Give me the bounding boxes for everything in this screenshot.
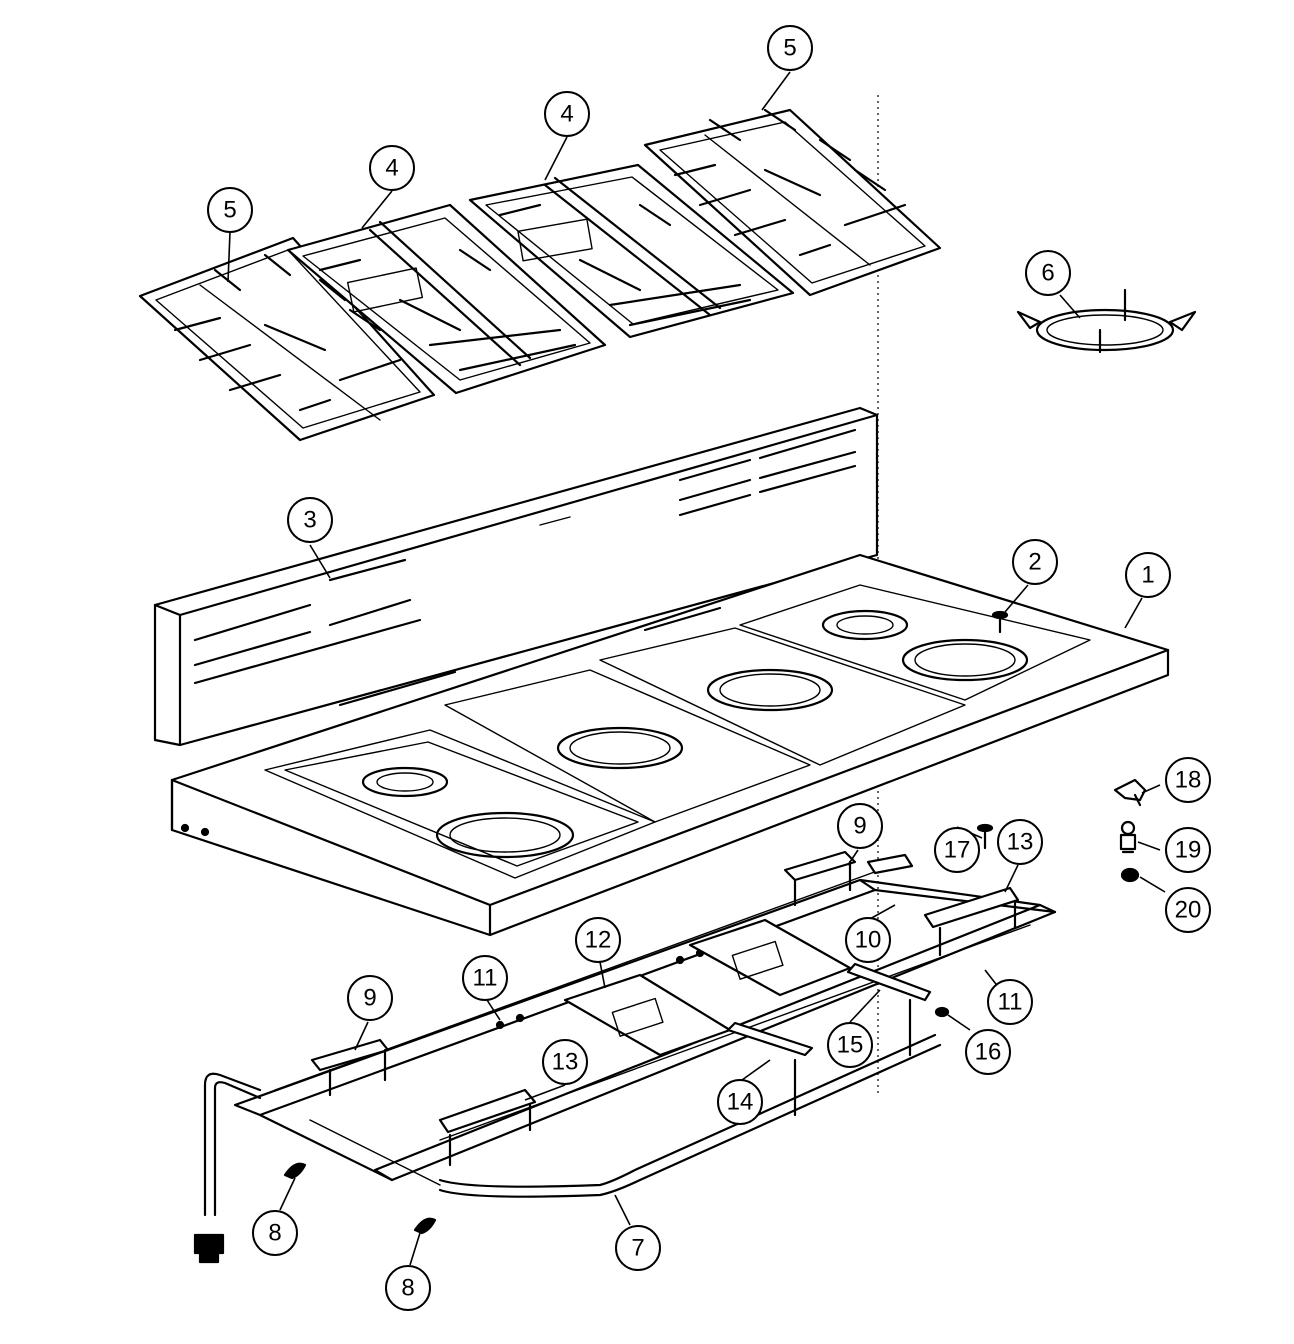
svg-text:15: 15 [837,1032,864,1059]
callout-6: 6 [1025,250,1071,296]
callout-16: 16 [965,1029,1011,1075]
callout-7: 7 [615,1225,661,1271]
svg-text:13: 13 [1007,829,1034,856]
callout-9-right: 9 [837,803,883,849]
bracket-part-14[interactable] [726,1021,814,1117]
svg-text:4: 4 [385,155,398,182]
bracket-part-13-left[interactable] [438,1088,537,1167]
callout-4-right: 4 [544,91,590,137]
svg-text:9: 9 [853,813,866,840]
svg-text:19: 19 [1175,837,1202,864]
callout-5-left: 5 [207,187,253,233]
callout-5-right: 5 [767,25,813,71]
grate-part-4-right[interactable] [468,163,795,339]
callout-8-right: 8 [385,1265,431,1311]
grate-part-4-left[interactable] [286,203,607,395]
svg-text:20: 20 [1175,897,1202,924]
callout-15: 15 [827,1022,873,1068]
svg-text:11: 11 [473,965,498,992]
svg-text:17: 17 [944,837,971,864]
callout-3: 3 [287,497,333,543]
gas-pipe-part-7[interactable] [193,1033,942,1264]
svg-text:3: 3 [303,507,316,534]
grate-part-5-left[interactable] [138,236,436,442]
svg-text:18: 18 [1175,767,1202,794]
svg-text:9: 9 [363,985,376,1012]
svg-text:6: 6 [1041,260,1054,287]
valve-part-8-left[interactable] [283,1162,307,1180]
valve-knob-part-18[interactable] [1113,778,1147,807]
screw-part-17[interactable] [976,823,994,850]
svg-text:7: 7 [631,1235,644,1262]
nut-part-20[interactable] [1120,867,1140,883]
callout-13-right: 13 [997,819,1043,865]
valve-part-8-right[interactable] [413,1217,437,1235]
wok-ring-part-6[interactable] [1016,288,1197,354]
svg-text:1: 1 [1141,562,1154,589]
grate-part-5-right[interactable] [643,108,942,297]
svg-text:16: 16 [975,1039,1002,1066]
callout-2: 2 [1012,539,1058,585]
svg-text:4: 4 [560,101,573,128]
callout-20: 20 [1165,887,1211,933]
bracket-part-13-right[interactable] [923,886,1020,957]
svg-text:11: 11 [998,989,1023,1016]
callout-8-left: 8 [252,1210,298,1256]
backguard-part-3[interactable] [153,406,879,747]
callout-11-right: 11 [987,979,1033,1025]
svg-text:5: 5 [783,35,796,62]
orifice-part-19[interactable] [1119,820,1137,854]
callout-19: 19 [1165,827,1211,873]
callout-13-left: 13 [542,1039,588,1085]
callout-18: 18 [1165,757,1211,803]
callout-4-left: 4 [369,145,415,191]
callout-17: 17 [934,827,980,873]
svg-text:13: 13 [552,1049,579,1076]
svg-text:14: 14 [727,1089,754,1116]
svg-text:8: 8 [401,1275,414,1302]
bracket-part-9-right[interactable] [783,850,914,907]
svg-text:12: 12 [585,927,612,954]
leader-lines [227,71,1166,1266]
svg-text:5: 5 [223,197,236,224]
callout-10: 10 [845,917,891,963]
callout-12: 12 [575,917,621,963]
svg-text:10: 10 [855,927,882,954]
svg-text:2: 2 [1028,549,1041,576]
callout-9-left: 9 [347,975,393,1021]
svg-text:8: 8 [268,1220,281,1247]
cooktop-part-1[interactable] [170,553,1170,937]
spring-part-16[interactable] [934,1006,950,1018]
callout-11-left: 11 [462,955,508,1001]
screw-part-2[interactable] [991,610,1009,634]
callout-1: 1 [1125,552,1171,598]
callout-14: 14 [717,1079,763,1125]
